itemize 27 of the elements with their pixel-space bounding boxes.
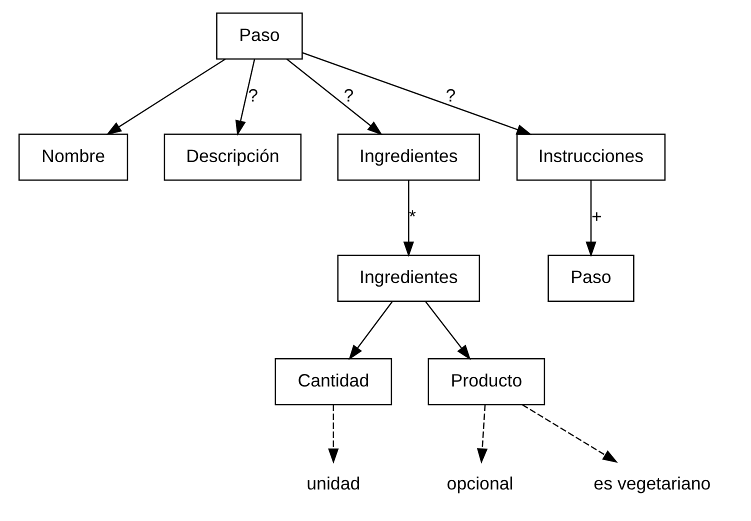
arrow bbox=[235, 58, 256, 136]
edge-label: + bbox=[592, 206, 602, 226]
arrow bbox=[328, 404, 339, 464]
node-box: Descripción bbox=[164, 134, 302, 181]
node-text: unidad bbox=[306, 474, 360, 494]
arrow bbox=[586, 180, 596, 257]
node-box: Paso bbox=[548, 254, 634, 302]
node-box: Ingredientes bbox=[337, 254, 480, 302]
node-box: Ingredientes bbox=[337, 134, 480, 181]
node-box: Paso bbox=[216, 12, 303, 60]
arrow bbox=[522, 404, 618, 463]
node-box: Instrucciones bbox=[516, 134, 666, 181]
arrow bbox=[286, 58, 382, 136]
arrow bbox=[476, 404, 488, 464]
node-box: Nombre bbox=[18, 134, 128, 181]
node-box: Cantidad bbox=[274, 358, 392, 406]
edge-label: ? bbox=[248, 85, 258, 106]
arrow bbox=[348, 301, 393, 360]
node-box: Producto bbox=[428, 358, 546, 406]
node-text: es vegetariano bbox=[594, 474, 711, 494]
arrow bbox=[425, 301, 471, 360]
edge-label: ? bbox=[446, 85, 456, 106]
edge-label: ? bbox=[344, 85, 354, 106]
node-text: opcional bbox=[446, 474, 514, 494]
arrow bbox=[403, 180, 414, 257]
arrow bbox=[302, 52, 532, 135]
arrow bbox=[106, 58, 226, 135]
